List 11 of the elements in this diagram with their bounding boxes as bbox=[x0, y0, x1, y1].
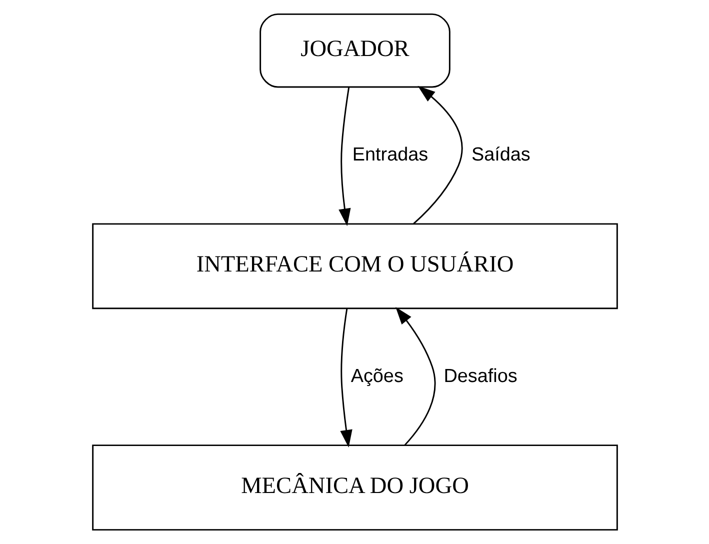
edge-label: Entradas bbox=[352, 144, 428, 166]
node-box: MECÂNICA DO JOGO bbox=[92, 444, 618, 531]
arrow bbox=[340, 308, 352, 448]
edge-label: Ações bbox=[350, 366, 403, 387]
arrow bbox=[338, 87, 350, 226]
node-box: JOGADOR bbox=[259, 13, 450, 88]
arrow bbox=[395, 307, 436, 446]
arrow bbox=[412, 86, 462, 224]
edge-label: Saídas bbox=[470, 144, 530, 166]
node-box: INTERFACE COM O USUÁRIO bbox=[92, 223, 618, 310]
edge-label: Desafios bbox=[443, 366, 517, 387]
